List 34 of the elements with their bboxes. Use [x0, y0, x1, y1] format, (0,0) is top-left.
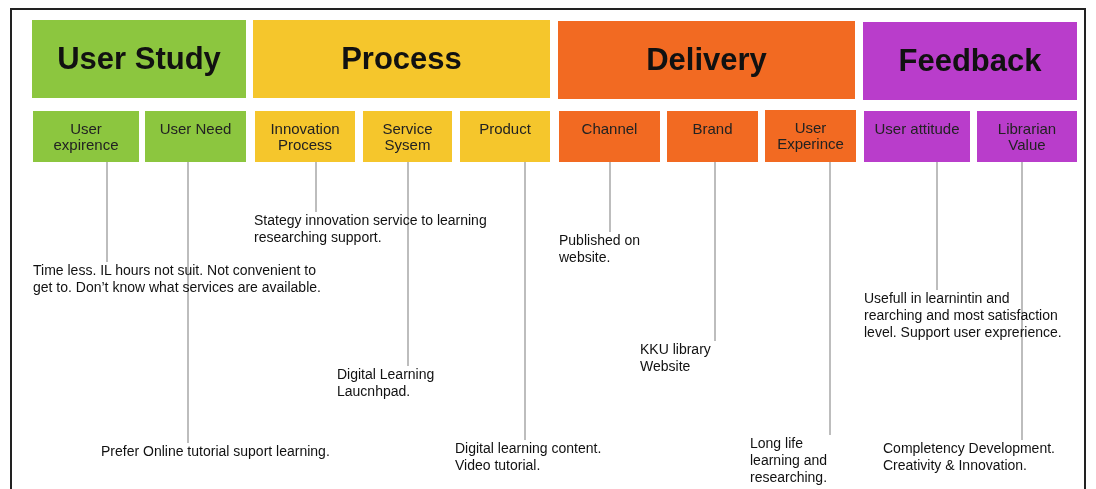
leader-line	[829, 161, 831, 436]
leader-line	[407, 161, 409, 367]
note-text: Usefull in learnintin and rearching and most satisfaction level. Support user exprerience.	[864, 290, 1064, 341]
leader-line	[609, 161, 611, 233]
leader-line	[714, 161, 716, 342]
subcategory-box: Channel	[559, 111, 660, 162]
subcategory-box: User Experince	[765, 110, 856, 162]
note-text: Digital Learning Laucnhpad.	[337, 366, 457, 400]
note-text: Digital learning content. Video tutorial.	[455, 440, 640, 474]
category-header: User Study	[32, 20, 246, 98]
leader-line	[936, 161, 938, 291]
note-text: Published on website.	[559, 232, 649, 266]
note-text: Time less. IL hours not suit. Not convenient to get to. Don’t know what services are available.	[33, 262, 333, 296]
note-text: Long life learning and researching.	[750, 435, 845, 486]
leader-line	[1021, 161, 1023, 441]
subcategory-box: Librarian Value	[977, 111, 1077, 162]
note-text: KKU library Website	[640, 341, 730, 375]
subcategory-box: Innovation Process	[255, 111, 355, 162]
note-text: Completency Development. Creativity & Innovation.	[883, 440, 1093, 474]
category-header: Feedback	[863, 22, 1077, 100]
leader-line	[187, 161, 189, 444]
subcategory-box: Brand	[667, 111, 758, 162]
subcategory-box: Service Sysem	[363, 111, 452, 162]
leader-line	[106, 161, 108, 263]
subcategory-box: Product	[460, 111, 550, 162]
leader-line	[315, 161, 317, 213]
category-header: Delivery	[558, 21, 855, 99]
subcategory-box: User expirence	[33, 111, 139, 162]
subcategory-box: User attitude	[864, 111, 970, 162]
note-text: Prefer Online tutorial suport learning.	[101, 443, 331, 460]
note-text: Stategy innovation service to learning researching support.	[254, 212, 499, 246]
category-header: Process	[253, 20, 550, 98]
leader-line	[524, 161, 526, 441]
subcategory-box: User Need	[145, 111, 246, 162]
